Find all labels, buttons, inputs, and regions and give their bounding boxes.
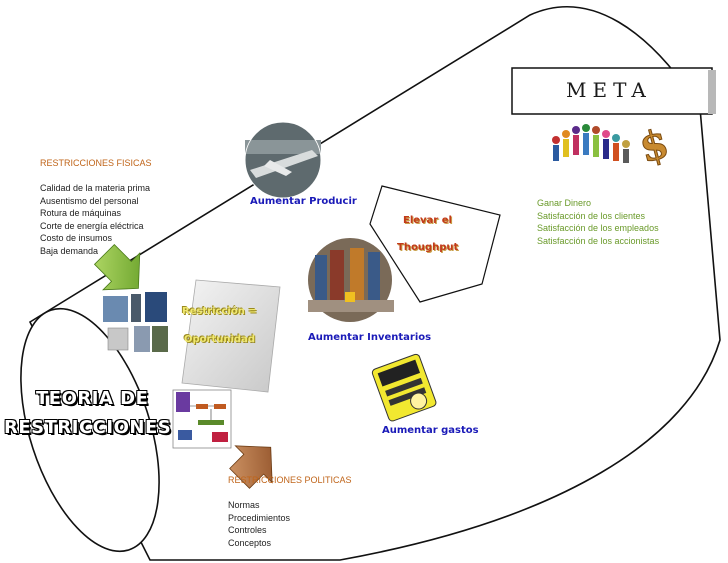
list-item: Procedimientos xyxy=(228,512,290,525)
list-item: Satisfacción de los empleados xyxy=(537,222,659,235)
meta-title: META xyxy=(566,78,652,102)
main-title-line1: TEORIA DE xyxy=(36,388,148,409)
political-restrictions-header: RESTRICCIONES POLITICAS xyxy=(228,475,352,485)
list-item: Rotura de máquinas xyxy=(40,207,150,220)
physical-collage xyxy=(103,292,168,352)
meta-box-shadow xyxy=(708,70,716,114)
list-item: Satisfacción de los accionistas xyxy=(537,235,659,248)
action-produccion: Aumentar Producir xyxy=(250,196,357,207)
list-item: Baja demanda xyxy=(40,245,150,258)
meta-goals-list: Ganar Dinero Satisfacción de los cliente… xyxy=(537,197,659,247)
main-title-line2: RESTRICCIONES xyxy=(4,417,171,438)
physical-restrictions-header: RESTRICCIONES FISICAS xyxy=(40,158,152,168)
restriccion-line2: Oportunidad xyxy=(184,334,255,345)
political-restrictions-list: Normas Procedimientos Controles Concepto… xyxy=(228,499,290,549)
list-item: Controles xyxy=(228,524,290,537)
action-gastos: Aumentar gastos xyxy=(382,425,479,436)
list-item: Ganar Dinero xyxy=(537,197,659,210)
crowd-image xyxy=(548,122,634,180)
physical-restrictions-list: Calidad de la materia prima Ausentismo d… xyxy=(40,182,150,257)
list-item: Normas xyxy=(228,499,290,512)
production-photo xyxy=(245,122,321,198)
policies-flowchart-image xyxy=(173,390,231,448)
restriccion-line1: Restricción = xyxy=(182,306,257,317)
list-item: Ausentismo del personal xyxy=(40,195,150,208)
throughput-line2: Thoughput xyxy=(397,242,458,253)
throughput-line1: Elevar el xyxy=(403,215,452,226)
list-item: Costo de insumos xyxy=(40,232,150,245)
list-item: Satisfacción de los clientes xyxy=(537,210,659,223)
list-item: Calidad de la materia prima xyxy=(40,182,150,195)
action-inventarios: Aumentar Inventarios xyxy=(308,332,431,343)
list-item: Corte de energía eléctrica xyxy=(40,220,150,233)
list-item: Conceptos xyxy=(228,537,290,550)
